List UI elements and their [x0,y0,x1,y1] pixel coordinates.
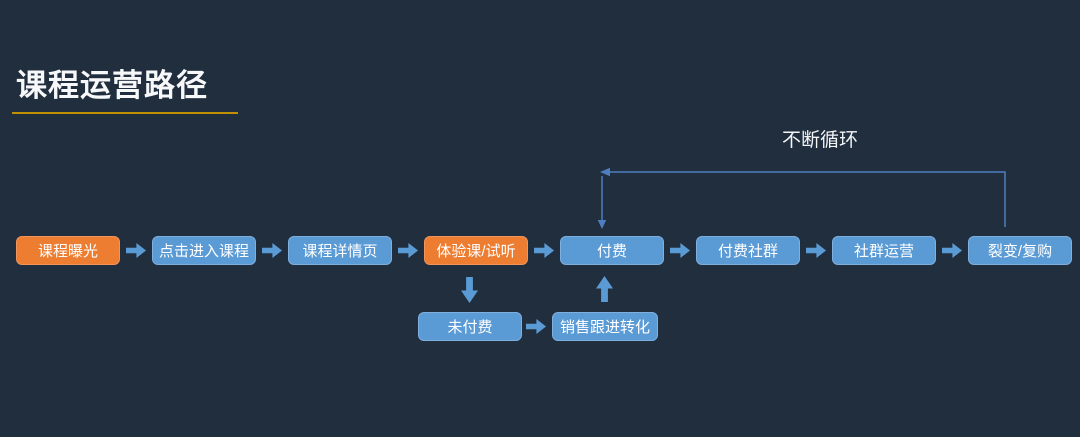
arrow-right-glyph [670,243,690,258]
arrow-right-glyph [126,243,146,258]
arrow-right-glyph [806,243,826,258]
arrow-right-glyph [534,243,554,258]
flow-node-payment: 付费 [560,236,664,265]
loop-label: 不断循环 [781,130,858,151]
arrow-right-glyph [262,243,282,258]
arrow-right-icon [256,237,288,264]
arrow-right-glyph [942,243,962,258]
loop-connector-arrow [597,167,1006,229]
flow-node-course-detail-page: 课程详情页 [288,236,392,265]
page-title: 课程运营路径 [16,68,208,103]
flow-node-sales-follow-up-conversion: 销售跟进转化 [552,312,658,341]
arrow-right-glyph [398,243,418,258]
arrow-right-icon [936,237,968,264]
arrow-right-icon [528,237,560,264]
arrow-up-icon [596,276,613,302]
arrow-right-icon [526,319,546,334]
flow-node-community-operation: 社群运营 [832,236,936,265]
arrow-right-icon [800,237,832,264]
arrow-right-icon [664,237,696,264]
arrow-down-icon [461,277,478,303]
flow-node-course-exposure: 课程曝光 [16,236,120,265]
arrow-right-icon [120,237,152,264]
flow-node-click-enter-course: 点击进入课程 [152,236,256,265]
flow-node-unpaid: 未付费 [418,312,522,341]
flow-node-trial-class: 体验课/试听 [424,236,528,265]
flow-node-fission-repurchase: 裂变/复购 [968,236,1072,265]
title-underline [12,112,238,114]
arrow-right-icon [392,237,424,264]
flow-node-paid-community: 付费社群 [696,236,800,265]
main-flow-row: 课程曝光 点击进入课程 课程详情页 体验课/试听 付费 付费社群 社群运营 裂变… [16,236,1072,265]
